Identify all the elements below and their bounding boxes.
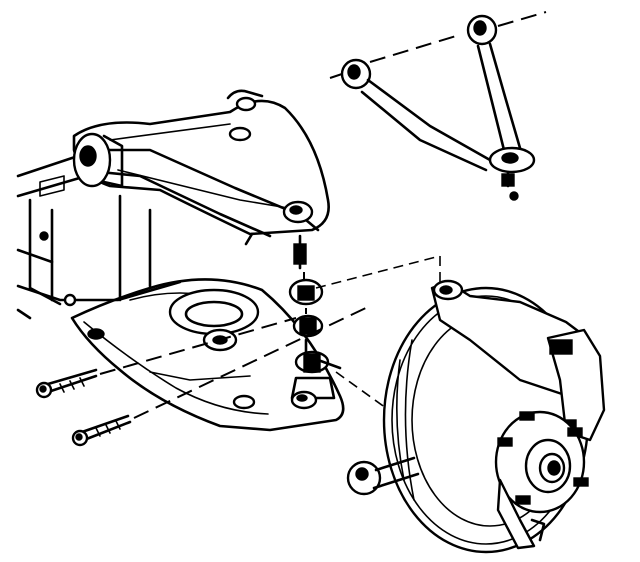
upper-control-arm-installed [72, 89, 330, 270]
brake-caliper [546, 328, 606, 442]
ball-joint [288, 272, 342, 410]
upper-control-arm-removed [329, 11, 547, 201]
steering-knuckle-assembly [346, 279, 606, 554]
ball-joint-bolt-upper [35, 317, 297, 399]
ball-joint-bolt-lower [71, 305, 371, 447]
alignment-guide-lines [315, 255, 441, 409]
lower-control-arm [70, 278, 345, 432]
